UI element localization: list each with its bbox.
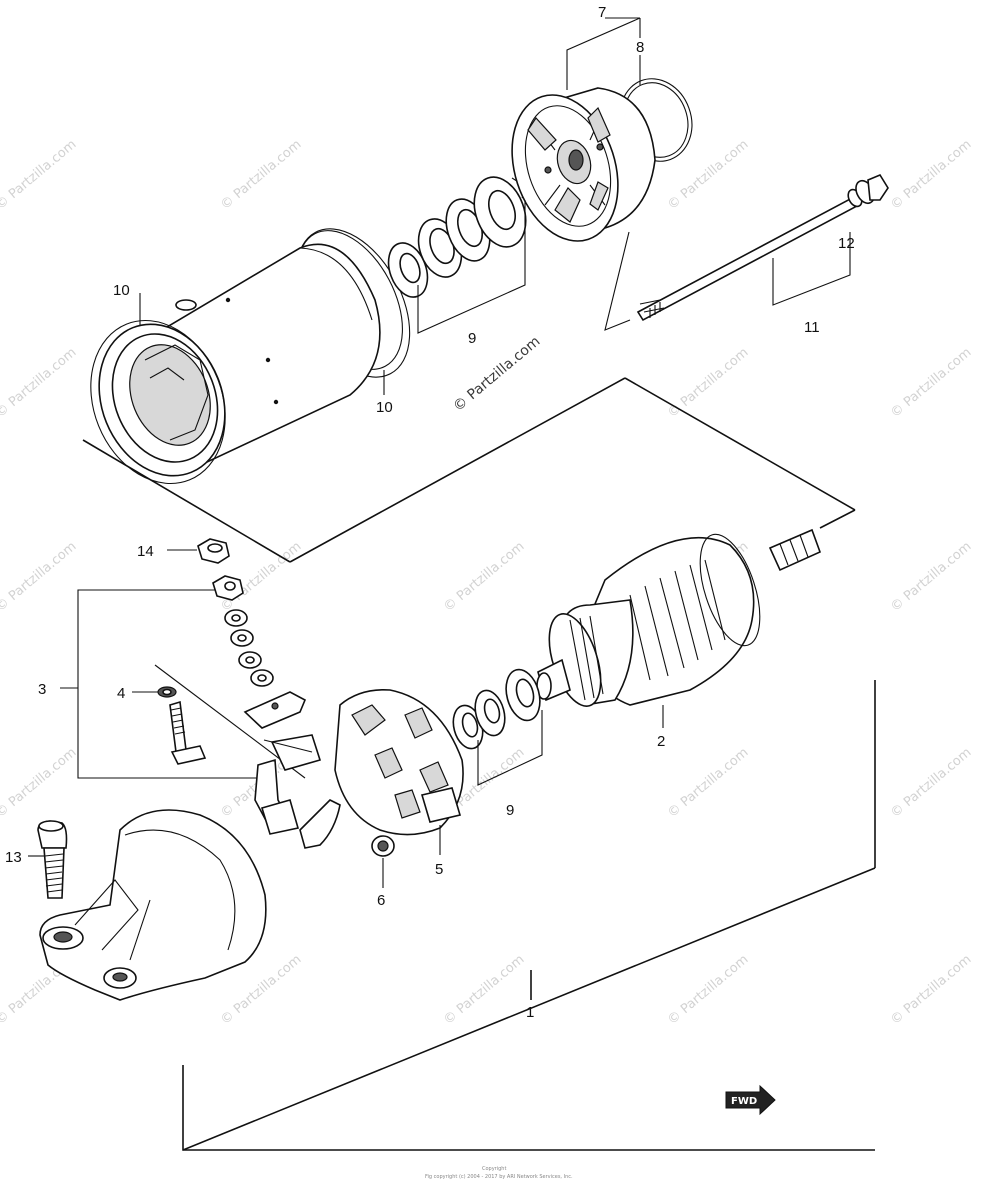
watermark: © Partzilla.com	[441, 952, 527, 1028]
yoke-frame-lines	[82, 377, 856, 563]
motor-yoke-housing	[90, 228, 411, 485]
mounting-bolt	[28, 820, 68, 899]
callout-11: 11	[804, 319, 820, 336]
callout-leaders-top	[417, 17, 641, 334]
callout-7: 7	[598, 4, 606, 21]
watermark: © Partzilla.com	[665, 137, 751, 213]
callout-4: 4	[117, 685, 125, 702]
front-housing	[39, 809, 267, 1001]
callout-leaders	[132, 293, 664, 728]
callout-8: 8	[636, 39, 644, 56]
callout-9-lower: 9	[506, 802, 514, 819]
through-bolt	[636, 173, 889, 322]
brush-holder-plate	[263, 688, 464, 888]
copyright-notice: Fig copyright (c) 2004 - 2017 by ARI Net…	[425, 1174, 573, 1180]
watermark: © Partzilla.com	[665, 345, 751, 421]
watermark: © Partzilla.com	[888, 539, 974, 615]
callout-10-rear: 10	[376, 399, 393, 416]
watermark: © Partzilla.com	[888, 745, 974, 821]
watermark: © Partzilla.com	[218, 137, 304, 213]
callout-12: 12	[838, 235, 855, 252]
callout-3: 3	[38, 681, 46, 698]
copyright-title: Copyright	[482, 1166, 506, 1172]
callout-5: 5	[435, 861, 443, 878]
callout-10-front: 10	[113, 282, 130, 299]
forward-arrow-icon: FWD	[725, 1084, 776, 1116]
callout-13: 13	[5, 849, 22, 866]
callout-14: 14	[137, 543, 154, 560]
callout-6: 6	[377, 892, 385, 909]
washer-stack-upper	[387, 176, 529, 298]
terminal-parts-kit	[60, 575, 322, 835]
fwd-label: FWD	[731, 1096, 757, 1107]
callout-9-upper: 9	[468, 330, 476, 347]
end-cover-housing	[511, 78, 693, 242]
flange-nut	[167, 538, 230, 564]
armature	[536, 528, 822, 707]
callout-1: 1	[526, 1004, 534, 1021]
watermark: © Partzilla.com	[888, 345, 974, 421]
watermark: © Partzilla.com	[0, 745, 79, 821]
watermark: © Partzilla.com	[888, 137, 974, 213]
watermark: © Partzilla.com	[665, 745, 751, 821]
watermark: © Partzilla.com	[0, 137, 79, 213]
washer-stack-lower	[452, 668, 543, 786]
assembly-bracket-1	[182, 680, 876, 1151]
callout-2: 2	[657, 733, 665, 750]
watermark: © Partzilla.com	[0, 539, 79, 615]
watermark-center: © Partzilla.com	[450, 333, 543, 415]
watermark: © Partzilla.com	[665, 952, 751, 1028]
watermark: © Partzilla.com	[888, 952, 974, 1028]
watermark: © Partzilla.com	[441, 539, 527, 615]
watermark: © Partzilla.com	[0, 345, 79, 421]
